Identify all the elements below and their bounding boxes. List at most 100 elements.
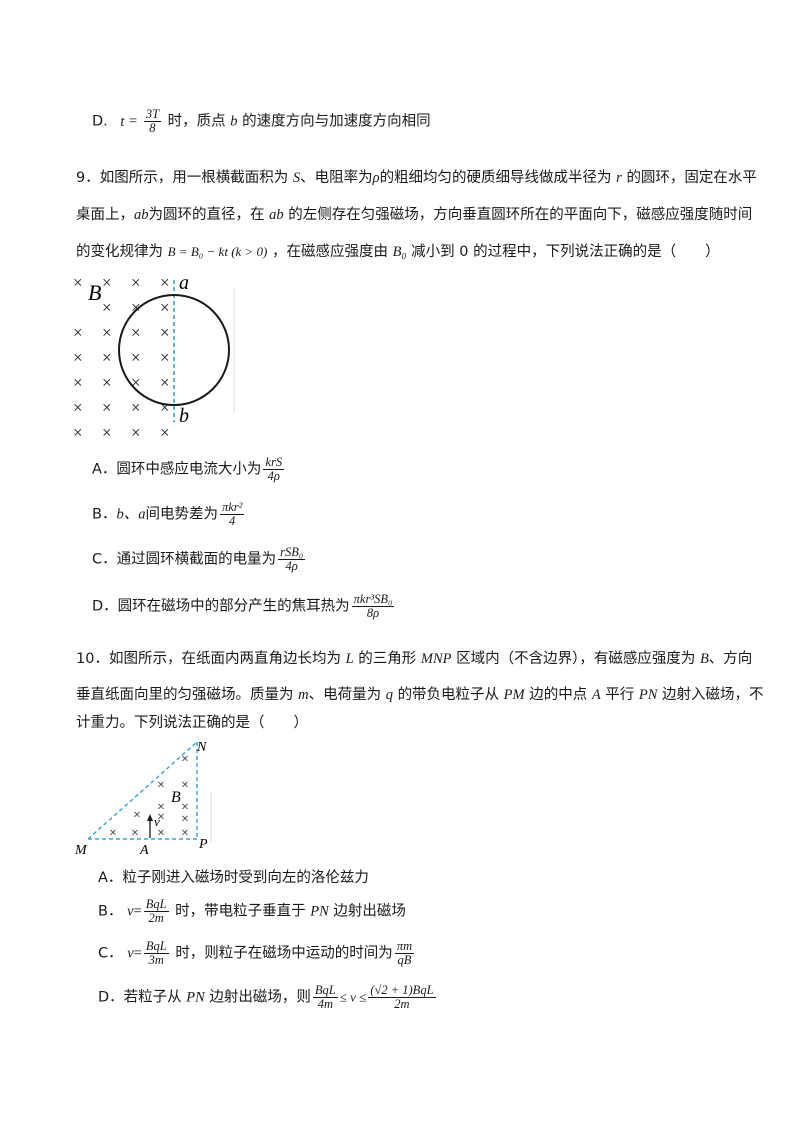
- label-B: B: [171, 789, 181, 806]
- math-var: B: [699, 651, 709, 667]
- option-text: 时，质点: [167, 113, 226, 130]
- math-eq: =: [129, 113, 138, 130]
- q10-figure: ×××××××××××× v B N M A P: [74, 740, 212, 858]
- stem-text: 的左侧存在匀强磁场，方向垂直圆环所在的平面向下，磁感应强度随时间: [288, 207, 753, 223]
- field-cross: ×: [160, 398, 170, 417]
- stem-text: 减小到 0 的过程中，下列说法正确的是（ ）: [411, 244, 720, 260]
- math-var: v: [127, 903, 134, 920]
- field-cross: ×: [160, 323, 170, 342]
- math-var: m: [298, 687, 309, 703]
- field-cross: ×: [109, 826, 117, 841]
- frac-num: BqL: [312, 983, 338, 998]
- frac-num: BqL: [143, 939, 169, 954]
- option-label: A．: [92, 461, 117, 478]
- stem-text: 边的中点: [529, 687, 588, 703]
- field-cross: ×: [73, 323, 83, 342]
- stem-text: 9．如图所示，用一根横截面积为: [76, 170, 289, 186]
- field-cross: ×: [181, 752, 189, 767]
- frac-den: 2m: [394, 997, 410, 1011]
- stem-text: 平行: [605, 687, 635, 703]
- stem-text: ，在磁感应强度由: [272, 244, 388, 260]
- label-M: M: [74, 843, 88, 858]
- field-cross: ×: [102, 423, 112, 442]
- field-cross: ×: [181, 800, 189, 815]
- stem-text: 边射入磁场，不: [662, 687, 764, 703]
- field-cross: ×: [131, 826, 139, 841]
- frac-den: 4: [229, 514, 236, 528]
- field-cross: ×: [157, 826, 165, 841]
- field-cross: ×: [181, 778, 189, 793]
- option-label: A．: [98, 870, 123, 886]
- frac-den: 4m: [317, 997, 333, 1011]
- math-var: ab: [134, 207, 149, 223]
- stem-text: 10．如图所示，在纸面内两直角边长均为: [76, 651, 341, 667]
- option-label: B．: [98, 903, 123, 920]
- q10-stem-line1: 10．如图所示，在纸面内两直角边长均为 L 的三角形 MNP 区域内（不含边界）…: [76, 647, 752, 668]
- field-cross: ×: [157, 800, 165, 815]
- q10-stem-line2: 垂直纸面向里的匀强磁场。质量为 m、电荷量为 q 的带负电粒子从 PM 边的中点…: [76, 683, 764, 704]
- field-cross: ×: [157, 778, 165, 793]
- field-cross: ×: [102, 298, 112, 317]
- field-cross: ×: [73, 348, 83, 367]
- field-cross: ×: [102, 323, 112, 342]
- math-var: q: [385, 687, 393, 703]
- stem-text: 的变化规律为: [76, 244, 163, 260]
- frac-num: πkr³SB₀: [351, 592, 395, 607]
- option-text: 圆环在磁场中的部分产生的焦耳热为: [117, 598, 350, 615]
- field-cross: ×: [131, 348, 141, 367]
- math-var: ab: [269, 207, 284, 223]
- option-text: 间电势差为: [145, 506, 218, 523]
- field-cross: ×: [157, 810, 165, 825]
- field-cross: ×: [133, 808, 141, 823]
- stem-text: 、电荷量为: [308, 687, 382, 703]
- formula: B = B₀ − kt (k > 0): [167, 244, 268, 259]
- math-eq: =: [133, 903, 142, 920]
- cross-grid: ×××××××××××××××××××××××××××: [73, 273, 170, 442]
- field-cross: ×: [73, 373, 83, 392]
- stem-text: 的三角形: [358, 651, 417, 667]
- field-cross: ×: [131, 398, 141, 417]
- q9-stem-line2: 桌面上，ab为圆环的直径，在 ab 的左侧存在匀强磁场，方向垂直圆环所在的平面向…: [76, 203, 752, 224]
- math-eq: =: [133, 945, 142, 962]
- frac-num: krS: [263, 455, 285, 470]
- q10-stem-line3: 计重力。下列说法正确的是（ ）: [76, 711, 308, 732]
- label-P: P: [198, 837, 208, 852]
- label-A: A: [139, 843, 149, 858]
- field-cross: ×: [102, 398, 112, 417]
- frac-den: 4ρ: [267, 469, 280, 483]
- field-cross: ×: [102, 373, 112, 392]
- frac-den: 2m: [148, 911, 164, 925]
- field-cross: ×: [131, 373, 141, 392]
- option-label: D.: [92, 113, 108, 130]
- math-var: b: [230, 113, 238, 130]
- math-var: r: [616, 170, 622, 186]
- option-text: 边射出磁场，则: [209, 989, 311, 1006]
- field-cross: ×: [160, 423, 170, 442]
- option-text: 边射出磁场: [333, 903, 406, 920]
- field-cross: ×: [131, 423, 141, 442]
- option-text: 的速度方向与加速度方向相同: [242, 113, 431, 130]
- stem-text: 桌面上，: [76, 207, 134, 223]
- option-text: 若粒子从: [123, 989, 182, 1006]
- stem-text: 的圆环，固定在水平: [626, 170, 757, 186]
- field-cross: ×: [181, 826, 189, 841]
- stem-text: 、方向: [708, 651, 753, 667]
- frac-den: qB: [397, 953, 412, 967]
- option-text: 通过圆环横截面的电量为: [116, 551, 277, 568]
- stem-text: 为圆环的直径，在: [148, 207, 265, 223]
- option-label: C．: [92, 551, 117, 568]
- field-cross: ×: [131, 323, 141, 342]
- math-var: PN: [310, 903, 329, 920]
